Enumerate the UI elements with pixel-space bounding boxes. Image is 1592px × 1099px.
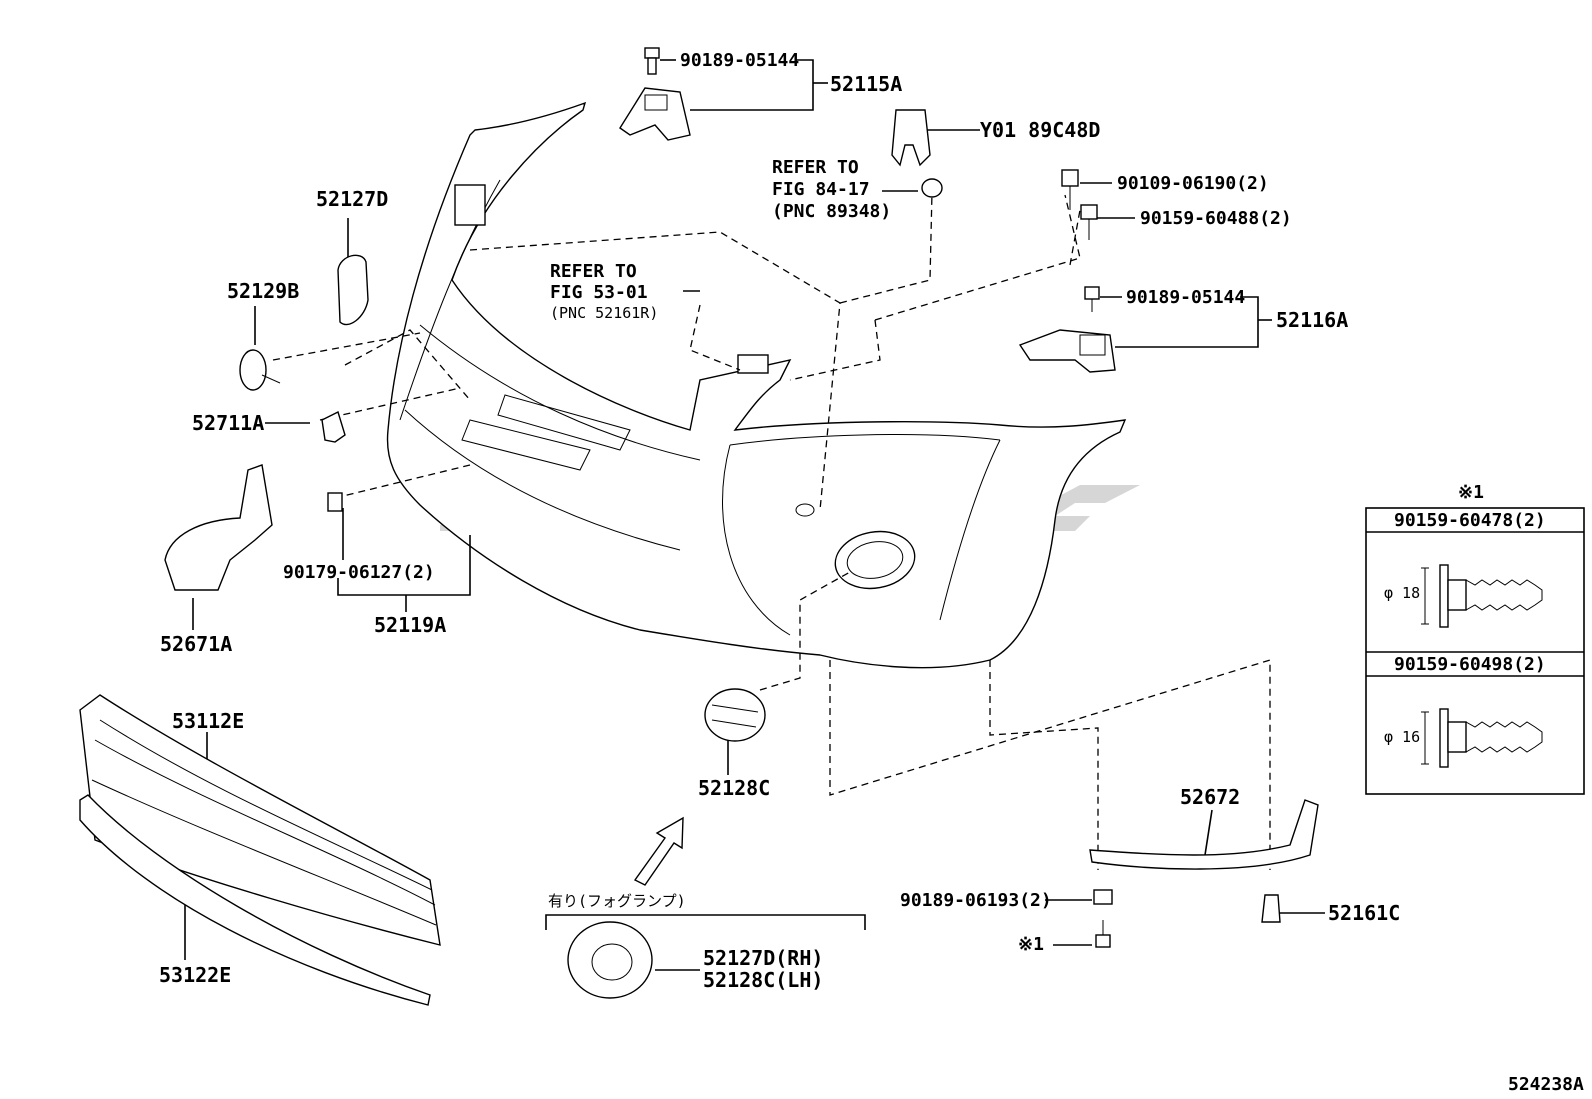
screw-detail-inset: ※1 90159-60478(2) 90159-60498(2) φ 18 φ …	[1365, 482, 1585, 795]
leader-solid-lines	[184, 59, 1325, 971]
inset-row1-part: 90159-60478(2)	[1394, 510, 1546, 531]
label-52127D: 52127D	[316, 187, 388, 211]
label-52672: 52672	[1180, 785, 1240, 809]
inset-row1-dim: φ 18	[1384, 584, 1420, 602]
clip-90189-06193	[1093, 889, 1113, 905]
bracket-52116A	[1018, 329, 1116, 373]
diagram-id: 524238A	[1508, 1074, 1584, 1095]
inset-row2-part: 90159-60498(2)	[1394, 654, 1546, 675]
refer-fig-84-17-line1: REFER TO	[772, 157, 859, 178]
label-53122E: 53122E	[159, 963, 231, 987]
screw-16-drawing	[1421, 708, 1543, 768]
bracket-52672	[1089, 799, 1319, 870]
fog-lamp-cover-detail	[567, 921, 653, 999]
fastener-parts	[79, 47, 1319, 1006]
bolt-90109-06190	[1061, 169, 1079, 210]
label-52711A: 52711A	[192, 411, 264, 435]
screw-18-drawing	[1421, 564, 1543, 628]
label-52119A: 52119A	[374, 613, 446, 637]
label-52129B: 52129B	[227, 279, 299, 303]
inset-marker: ※1	[1458, 482, 1484, 503]
screw-mark-1	[1095, 920, 1111, 948]
refer-fig-84-17-line3: (PNC 89348)	[772, 201, 891, 222]
label-52115A: 52115A	[830, 72, 902, 96]
clip-52711A	[321, 411, 346, 443]
label-52671A: 52671A	[160, 632, 232, 656]
cover-52127D	[337, 254, 369, 326]
fog-cover-52128C	[704, 688, 766, 742]
label-52127D-rh: 52127D(RH)	[703, 946, 823, 970]
direction-arrow	[633, 816, 684, 886]
label-90179-06127: 90179-06127(2)	[283, 562, 435, 583]
refer-fig-53-01-line2: FIG 53-01	[550, 282, 648, 303]
label-y01-89c48d: Y01 89C48D	[980, 118, 1100, 142]
screw-90159-60488	[1080, 204, 1098, 240]
clip-y01-89c48d	[891, 109, 931, 167]
refer-fig-84-17-line2: FIG 84-17	[772, 179, 870, 200]
refer-fig-53-01-line1: REFER TO	[550, 261, 637, 282]
cap-52129B	[239, 349, 281, 391]
inset-row2-dim: φ 16	[1384, 728, 1420, 746]
label-52128C: 52128C	[698, 776, 770, 800]
label-52128C-lh: 52128C(LH)	[703, 968, 823, 992]
molding-53122E	[79, 794, 431, 1006]
label-53112E: 53112E	[172, 709, 244, 733]
clip-90179-06127	[327, 492, 343, 512]
grille-53112E	[79, 694, 441, 946]
retainer-52671A	[164, 464, 273, 591]
bolt-90189-05144-right	[1084, 286, 1100, 312]
label-52161C: 52161C	[1328, 901, 1400, 925]
bumper-cover-52119A	[386, 101, 1127, 669]
clip-52161C	[1261, 894, 1281, 923]
label-90189-06193: 90189-06193(2)	[900, 890, 1052, 911]
label-90189-05144-top: 90189-05144	[680, 50, 799, 71]
label-90189-05144-right: 90189-05144	[1126, 287, 1245, 308]
clip-89348	[921, 178, 943, 198]
label-fog-lamp-heading: 有り(フォグランプ)	[548, 892, 686, 910]
label-90159-60488: 90159-60488(2)	[1140, 208, 1292, 229]
bracket-52115A	[619, 87, 691, 141]
bumper-top-clip	[737, 354, 769, 374]
label-mark-1: ※1	[1018, 934, 1044, 955]
callout-labels: 90189-05144 52115A Y01 89C48D REFER TO F…	[159, 50, 1584, 1095]
leader-dashed-lines	[272, 191, 1271, 870]
bumper-bracket-left	[454, 184, 486, 226]
label-52116A: 52116A	[1276, 308, 1348, 332]
bolt-90189-05144-top	[644, 47, 660, 75]
label-90109-06190: 90109-06190(2)	[1117, 173, 1269, 194]
refer-fig-53-01-line3: (PNC 52161R)	[550, 304, 658, 322]
